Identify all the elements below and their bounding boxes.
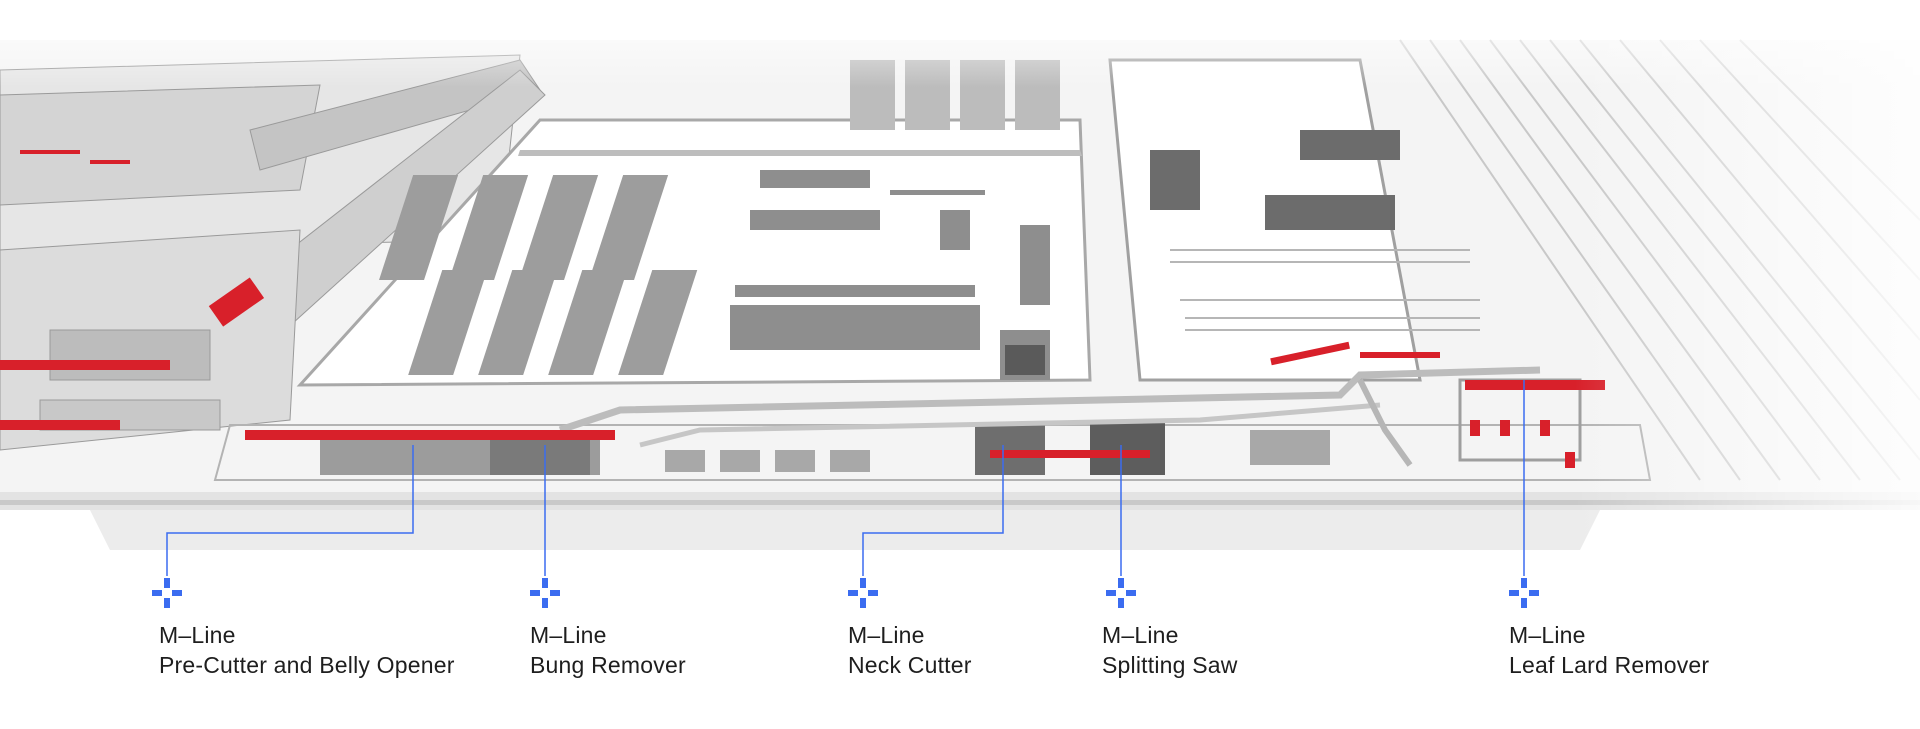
marker-pre-cutter-crosshair-icon[interactable] <box>150 576 184 610</box>
label-pre-cutter: M–Line Pre-Cutter and Belly Opener <box>159 620 519 680</box>
label-leaf-lard: M–Line Leaf Lard Remover <box>1509 620 1869 680</box>
marker-splitting-saw-crosshair-icon[interactable] <box>1104 576 1138 610</box>
marker-bung-remover-crosshair-icon[interactable] <box>528 576 562 610</box>
label-line-name: M–Line <box>159 622 236 648</box>
label-machine-name: Splitting Saw <box>1102 652 1238 678</box>
marker-neck-cutter-crosshair-icon[interactable] <box>846 576 880 610</box>
label-line-name: M–Line <box>1102 622 1179 648</box>
marker-leaf-lard-crosshair-icon[interactable] <box>1507 576 1541 610</box>
label-splitting-saw: M–Line Splitting Saw <box>1102 620 1462 680</box>
label-machine-name: Bung Remover <box>530 652 686 678</box>
label-machine-name: Neck Cutter <box>848 652 972 678</box>
label-machine-name: Pre-Cutter and Belly Opener <box>159 652 455 678</box>
label-line-name: M–Line <box>530 622 607 648</box>
label-machine-name: Leaf Lard Remover <box>1509 652 1710 678</box>
label-line-name: M–Line <box>848 622 925 648</box>
label-line-name: M–Line <box>1509 622 1586 648</box>
label-bung-remover: M–Line Bung Remover <box>530 620 890 680</box>
label-neck-cutter: M–Line Neck Cutter <box>848 620 1208 680</box>
